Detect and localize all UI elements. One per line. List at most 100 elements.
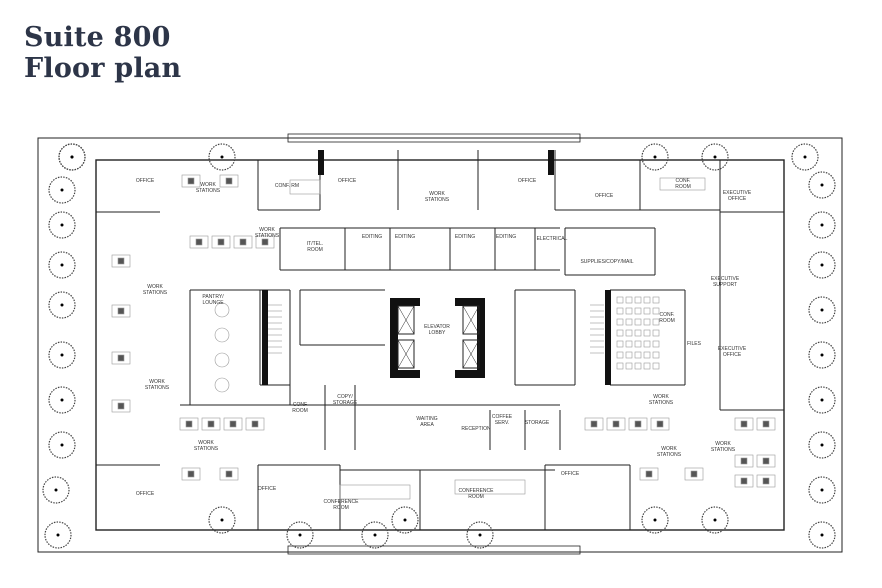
conference-table [339,484,411,500]
workstation-computer [251,420,259,428]
room-label: IT/TEL.ROOM [307,241,323,253]
conference-chair [616,318,624,326]
conference-chair [625,296,633,304]
room-label-line: CONF. [676,178,691,184]
tree-icon [808,211,836,239]
room-label: STORAGE [525,420,550,426]
title-line-2: Floor plan [24,53,182,84]
conference-chair [625,307,633,315]
conference-chair [616,307,624,315]
workstation-computer [195,238,203,246]
tree-trunk [60,188,64,192]
room-label: SUPPLIES/COPY/MAIL [580,259,633,265]
room-label-line: WORK [429,191,445,197]
desk [111,351,131,365]
tree-icon [808,476,836,504]
tree-trunk [820,223,824,227]
room-label: CONF.ROOM [659,312,675,324]
workstation-computer [117,257,125,265]
desk [628,417,648,431]
tree-icon [48,386,76,414]
conference-chair [634,318,642,326]
tree-icon [286,521,314,549]
structural-column [477,298,485,378]
desk [255,235,275,249]
tree-icon [48,251,76,279]
room-label: RECEPTION [461,426,491,432]
tree-icon [208,143,236,171]
desk [189,235,209,249]
tree-icon [208,506,236,534]
lounge-table [214,352,230,368]
elevator [397,339,415,369]
tree-icon [808,251,836,279]
room-label-line: COPY/ [337,394,353,400]
desk [650,417,670,431]
tree-trunk [820,183,824,187]
workstation-computer [187,470,195,478]
workstation-computer [185,420,193,428]
tree-icon [48,176,76,204]
workstation-computer [740,420,748,428]
structural-column [318,150,324,175]
room-label: OFFICE [518,178,537,184]
room-label-line: EXECUTIVE [718,346,747,352]
tree-trunk [653,518,657,522]
room-label-line: AREA [420,422,434,428]
elevator-cross [462,339,480,369]
tree-trunk [713,155,717,159]
tree-trunk [220,155,224,159]
room-label-line: EXECUTIVE [711,276,740,282]
desk [606,417,626,431]
desk [639,467,659,481]
desk [181,174,201,188]
conference-chair [643,296,651,304]
workstation-computer [225,470,233,478]
room-label-line: WAITING [416,416,437,422]
tree-icon [48,291,76,319]
workstation-computer [239,238,247,246]
room-label-line: STORAGE [333,400,358,406]
room-label: CONF.ROOM [675,178,691,190]
conference-chair [652,329,660,337]
structural-column [605,290,611,385]
room-label: OFFICE [136,491,155,497]
tree-trunk [373,533,377,537]
bottom-balcony [287,545,581,555]
room-label-line: STATIONS [196,188,221,194]
room-label-line: ROOM [468,494,484,500]
room-label-line: OFFICE [728,196,747,202]
conference-chair [634,296,642,304]
title-line-1: Suite 800 [24,22,171,53]
room-label: OFFICE [595,193,614,199]
desk [734,417,754,431]
page-title: Suite 800 Floor plan [24,22,181,84]
room-label: OFFICE [561,471,580,477]
desk [734,474,754,488]
conference-chair [625,362,633,370]
conference-chair [634,329,642,337]
structural-column [262,290,268,385]
conference-chair [625,340,633,348]
tree-icon [808,296,836,324]
desk [245,417,265,431]
tree-trunk [653,155,657,159]
workstation-computer [590,420,598,428]
conference-chair [643,362,651,370]
tree-icon [641,506,669,534]
elevator-cross [397,339,415,369]
room-label-line: STATIONS [255,233,280,239]
top-balcony [287,133,581,143]
